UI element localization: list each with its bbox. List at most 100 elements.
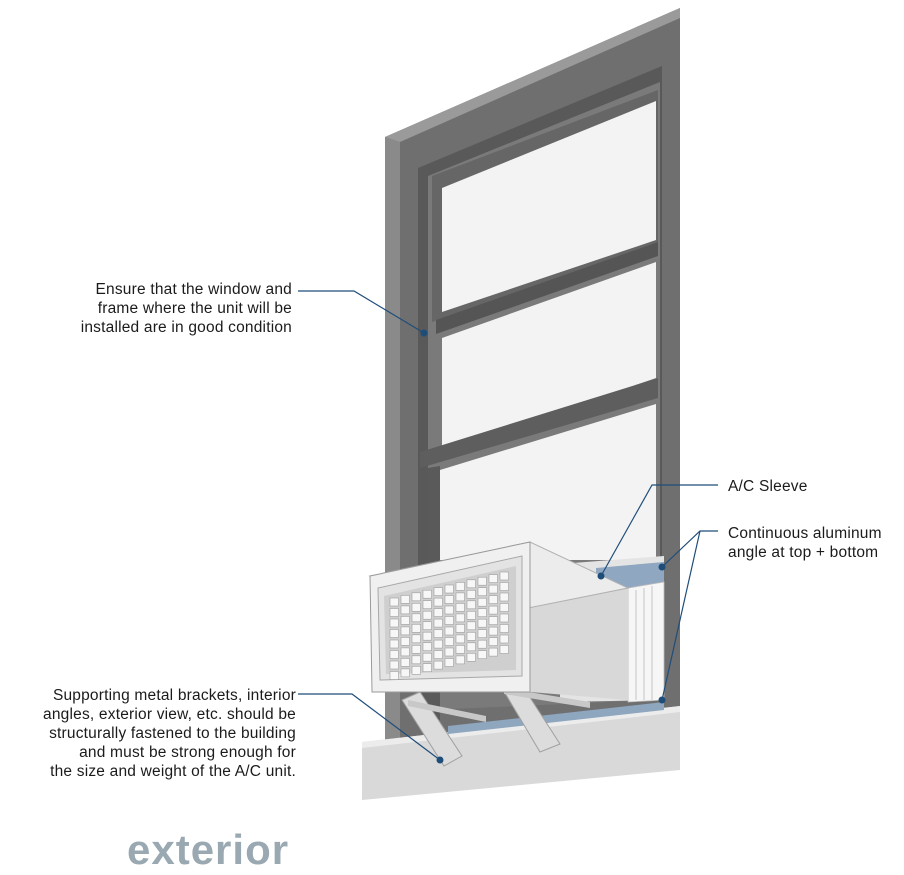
grille-cell: [455, 645, 465, 654]
grille-cell: [422, 600, 432, 610]
grille-cell: [389, 629, 399, 638]
grille-cell: [488, 584, 498, 594]
grille-cell: [499, 613, 509, 623]
grille-cell: [411, 634, 421, 644]
grille-cell: [444, 637, 454, 646]
grille-cell: [477, 639, 487, 649]
note-line: structurally fastened to the building: [49, 725, 296, 742]
grille-cell: [488, 616, 498, 625]
window-condition-note: Ensure that the window and frame where t…: [20, 280, 292, 337]
grille-cell: [455, 624, 465, 633]
grille-cell: [477, 608, 487, 618]
grille-cell: [466, 579, 476, 589]
grille-cell: [499, 582, 509, 591]
grille-cell: [444, 595, 454, 604]
grille-cell: [477, 650, 487, 660]
grille-cell: [455, 655, 465, 665]
grille-cell: [477, 618, 487, 628]
note-line: installed are in good condition: [80, 319, 292, 336]
grille-cell: [499, 571, 509, 581]
grille-cell: [488, 605, 498, 615]
grille-cell: [477, 597, 487, 607]
grille-cell: [477, 629, 487, 639]
note-line: angles, exterior view, etc. should be: [43, 706, 296, 723]
grille-cell: [411, 644, 421, 654]
grille-cell: [444, 626, 454, 636]
leader-dot-brackets: [436, 756, 444, 764]
grille-cell: [411, 592, 421, 602]
grille-cell: [400, 658, 410, 667]
grille-cell: [444, 658, 454, 667]
grille-cell: [422, 621, 432, 631]
grille-cell: [422, 642, 432, 652]
grille-cell: [466, 589, 476, 599]
note-line: Supporting metal brackets, interior: [52, 687, 296, 704]
note-line: angle at top + bottom: [728, 544, 879, 561]
grille-cell: [499, 592, 509, 602]
grille-cell: [433, 618, 443, 628]
note-line: frame where the unit will be: [97, 300, 292, 317]
grille-cell: [488, 595, 498, 604]
ac-sleeve-label: A/C Sleeve: [728, 477, 808, 496]
note-line: Ensure that the window and: [95, 281, 292, 298]
grille-cell: [389, 660, 399, 670]
grille-cell: [400, 626, 410, 636]
grille-cell: [466, 600, 476, 610]
grille-cell: [466, 642, 476, 652]
grille-cell: [422, 652, 432, 662]
grille-cell: [411, 665, 421, 675]
grille-cell: [455, 592, 465, 602]
grille-cell: [422, 663, 432, 673]
grille-cell: [488, 637, 498, 646]
grille-cell: [400, 647, 410, 657]
view-caption: exterior: [127, 826, 290, 873]
note-line: and must be strong enough for: [79, 744, 296, 761]
leader-dot-sleeve: [597, 572, 605, 580]
grille-cell: [389, 639, 399, 649]
support-brackets: [401, 681, 590, 767]
upper-sash: [420, 90, 658, 468]
grille-cell: [488, 574, 498, 583]
grille-cell: [444, 616, 454, 625]
grille-cell: [433, 629, 443, 638]
grille-cell: [411, 655, 421, 665]
grille-cell: [477, 587, 487, 597]
grille-cell: [433, 660, 443, 670]
grille-cell: [455, 582, 465, 591]
grille-cell: [499, 624, 509, 633]
grille-cell: [422, 631, 432, 641]
grille-cell: [389, 650, 399, 659]
grille-cell: [499, 645, 509, 654]
grille-cell: [477, 576, 487, 586]
grille-cell: [499, 603, 509, 612]
grille-cell: [400, 595, 410, 604]
note-line: Continuous aluminum: [728, 525, 882, 542]
grille-cell: [433, 639, 443, 649]
grille-cell: [444, 647, 454, 657]
grille-cell: [466, 621, 476, 631]
grille-cell: [444, 584, 454, 594]
grille-cell: [444, 605, 454, 615]
leader-dot-window: [420, 329, 428, 337]
grille-cell: [422, 589, 432, 599]
ac-unit: [368, 541, 630, 700]
ac-grille: [389, 571, 509, 680]
grille-cell: [411, 602, 421, 612]
grille-cell: [411, 623, 421, 633]
grille-cell: [488, 647, 498, 657]
grille-cell: [411, 613, 421, 623]
grille-cell: [422, 610, 432, 620]
leader-dot-angle-top: [658, 563, 666, 571]
grille-cell: [389, 671, 399, 680]
grille-cell: [499, 634, 509, 644]
grille-cell: [389, 597, 399, 607]
grille-cell: [400, 668, 410, 678]
grille-cell: [433, 597, 443, 607]
grille-cell: [455, 603, 465, 612]
brackets-note: Supporting metal brackets, interior angl…: [0, 686, 296, 781]
grille-cell: [400, 605, 410, 615]
grille-cell: [455, 634, 465, 644]
note-line: the size and weight of the A/C unit.: [50, 763, 296, 780]
grille-cell: [466, 652, 476, 662]
